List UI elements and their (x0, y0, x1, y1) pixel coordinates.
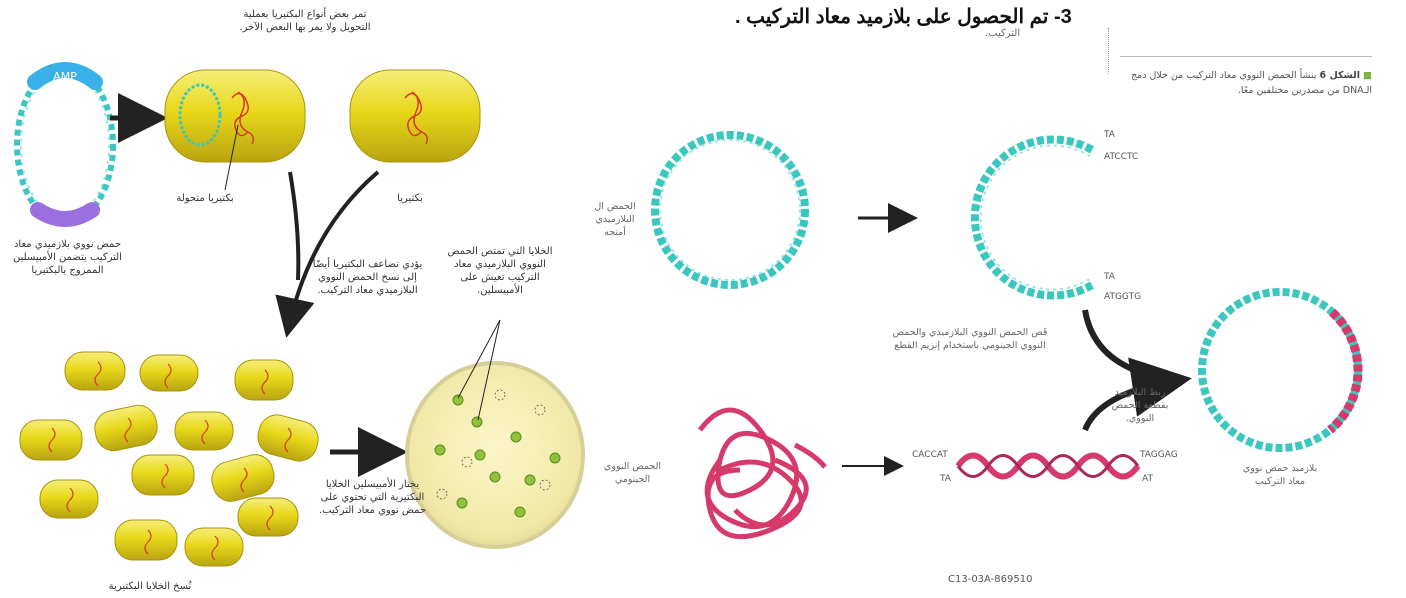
transformed-bacterium-cell (165, 70, 305, 162)
fragment-left-top: CACCAT (912, 450, 948, 460)
sub-heading: التركيب. (985, 28, 1020, 39)
merge-arrow-top (1085, 310, 1175, 380)
replication-note: يؤدي تضاعف البكتيريا أيضًا إلى نسخ الحمض… (305, 258, 430, 297)
fragment-left-bottom: TA (940, 474, 951, 484)
cut-top-end: TA (1104, 130, 1115, 140)
vector-plasmid-label: الحمض ال البلازميدي أمتجه (585, 200, 645, 239)
transform-note: تمر بعض أنواع البكتيريا بعملية التحويل و… (230, 8, 380, 34)
figure-caption: ■ الشكل 6 ينشأ الحمض النووي معاد التركيب… (1120, 68, 1372, 98)
genomic-dna (700, 410, 825, 537)
genomic-fragment (958, 456, 1138, 477)
merge-arrow-left (290, 172, 298, 280)
colonies-caption: نُسخ الخلايا البكتيرية (95, 580, 205, 593)
bacterium-cell (350, 70, 480, 162)
cut-plasmid (975, 140, 1092, 296)
ligate-note: ربط البلازميد بقطعة الحمض النووي. (1105, 386, 1175, 425)
figure-credit: C13-03A-869510 (948, 574, 1032, 585)
transformed-bacterium-label: بكتيريا متحولة (160, 192, 250, 205)
caption-bullet-icon: ■ (1363, 70, 1372, 81)
fragment-right-bottom: AT (1142, 474, 1153, 484)
genomic-dna-label: الحمض النووي الجينومي (595, 460, 670, 486)
survivors-note: الخلايا التي تمتص الحمض النووي البلازميد… (440, 245, 560, 297)
plasmid-caption: حمض نووي بلازميدي معاد التركيب يتضمن الأ… (5, 238, 130, 277)
caption-rule (1120, 56, 1372, 57)
bacterium-label: بكتيريا (380, 192, 440, 205)
vector-plasmid (655, 135, 805, 285)
insert-segment (38, 210, 92, 219)
fragment-right-top: TAGGAG (1140, 450, 1178, 460)
merge-arrow-right (288, 172, 378, 330)
caption-divider-dots (1108, 28, 1110, 74)
cut-top-seq: ATCCTC (1104, 152, 1138, 162)
cut-bottom-seq: ATGGTG (1104, 292, 1141, 302)
bacterial-colonies (20, 352, 322, 566)
result-caption: بلازميد حمض نووي معاد التركيب (1235, 462, 1325, 488)
cut-note: قَص الحمض النووي البلازميدي والحمض النوو… (880, 326, 1060, 352)
recombinant-plasmid-result (1202, 292, 1358, 448)
amp-label: AMP (53, 70, 77, 83)
recombinant-plasmid: AMP (17, 67, 113, 223)
cut-bottom-end: TA (1104, 272, 1115, 282)
figure-number: الشكل 6 (1320, 70, 1360, 81)
selection-note: يختار الأمبيسلين الخلايا البكتيرية التي … (310, 478, 435, 517)
section-heading: 3- تم الحصول على بلازميد معاد التركيب . (735, 4, 1355, 29)
